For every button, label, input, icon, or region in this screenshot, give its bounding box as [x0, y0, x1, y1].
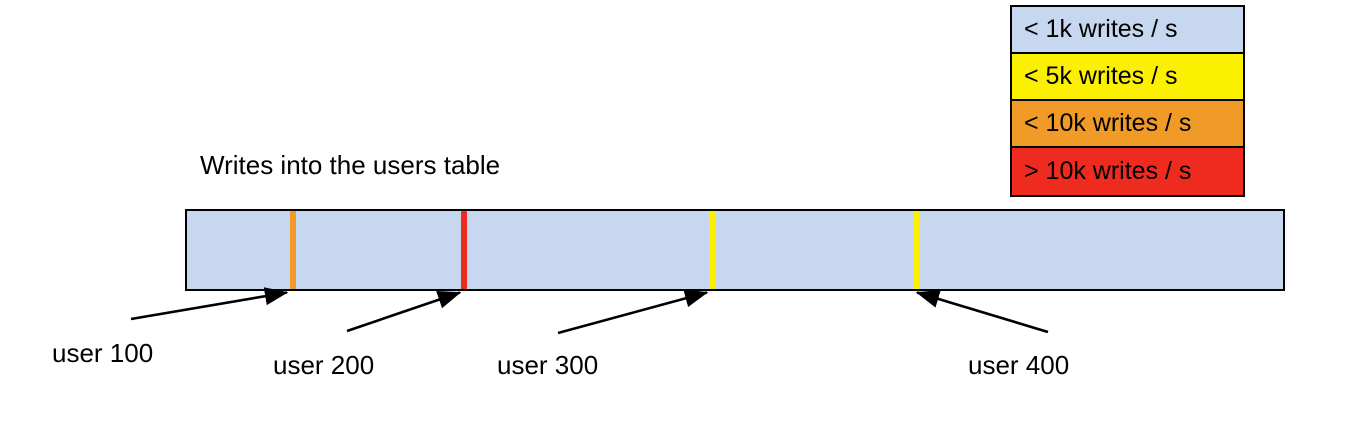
callout-arrow-user-400 — [915, 290, 1049, 334]
users-table-bar — [185, 209, 1285, 291]
callout-label-user-400: user 400 — [968, 350, 1070, 380]
legend-item-lt-5k: < 5k writes / s — [1012, 54, 1243, 101]
hot-row-stripe-user-200 — [461, 211, 468, 289]
legend-item-label: < 10k writes / s — [1024, 109, 1192, 137]
bar-baseline — [185, 209, 1285, 291]
callout-label-user-200: user 200 — [273, 350, 375, 380]
callout-label-user-300: user 300 — [497, 350, 599, 380]
legend-item-label: > 10k writes / s — [1024, 157, 1192, 185]
callout-arrow-user-100 — [130, 287, 289, 321]
chart-title: Writes into the users table — [200, 150, 501, 180]
callout-arrow-user-300 — [557, 289, 709, 335]
legend-item-lt-1k: < 1k writes / s — [1012, 7, 1243, 54]
legend-item-label: < 5k writes / s — [1024, 62, 1178, 90]
callout-arrow-user-200 — [346, 291, 462, 333]
legend-item-lt-10k: < 10k writes / s — [1012, 101, 1243, 148]
hot-row-stripe-user-300 — [708, 211, 715, 289]
hot-row-stripe-user-400 — [913, 211, 920, 289]
legend-item-label: < 1k writes / s — [1024, 15, 1178, 43]
legend-item-gt-10k: > 10k writes / s — [1012, 148, 1243, 195]
legend: < 1k writes / s < 5k writes / s < 10k wr… — [1010, 5, 1245, 197]
hot-row-stripe-user-100 — [289, 211, 296, 289]
callout-label-user-100: user 100 — [52, 338, 154, 368]
